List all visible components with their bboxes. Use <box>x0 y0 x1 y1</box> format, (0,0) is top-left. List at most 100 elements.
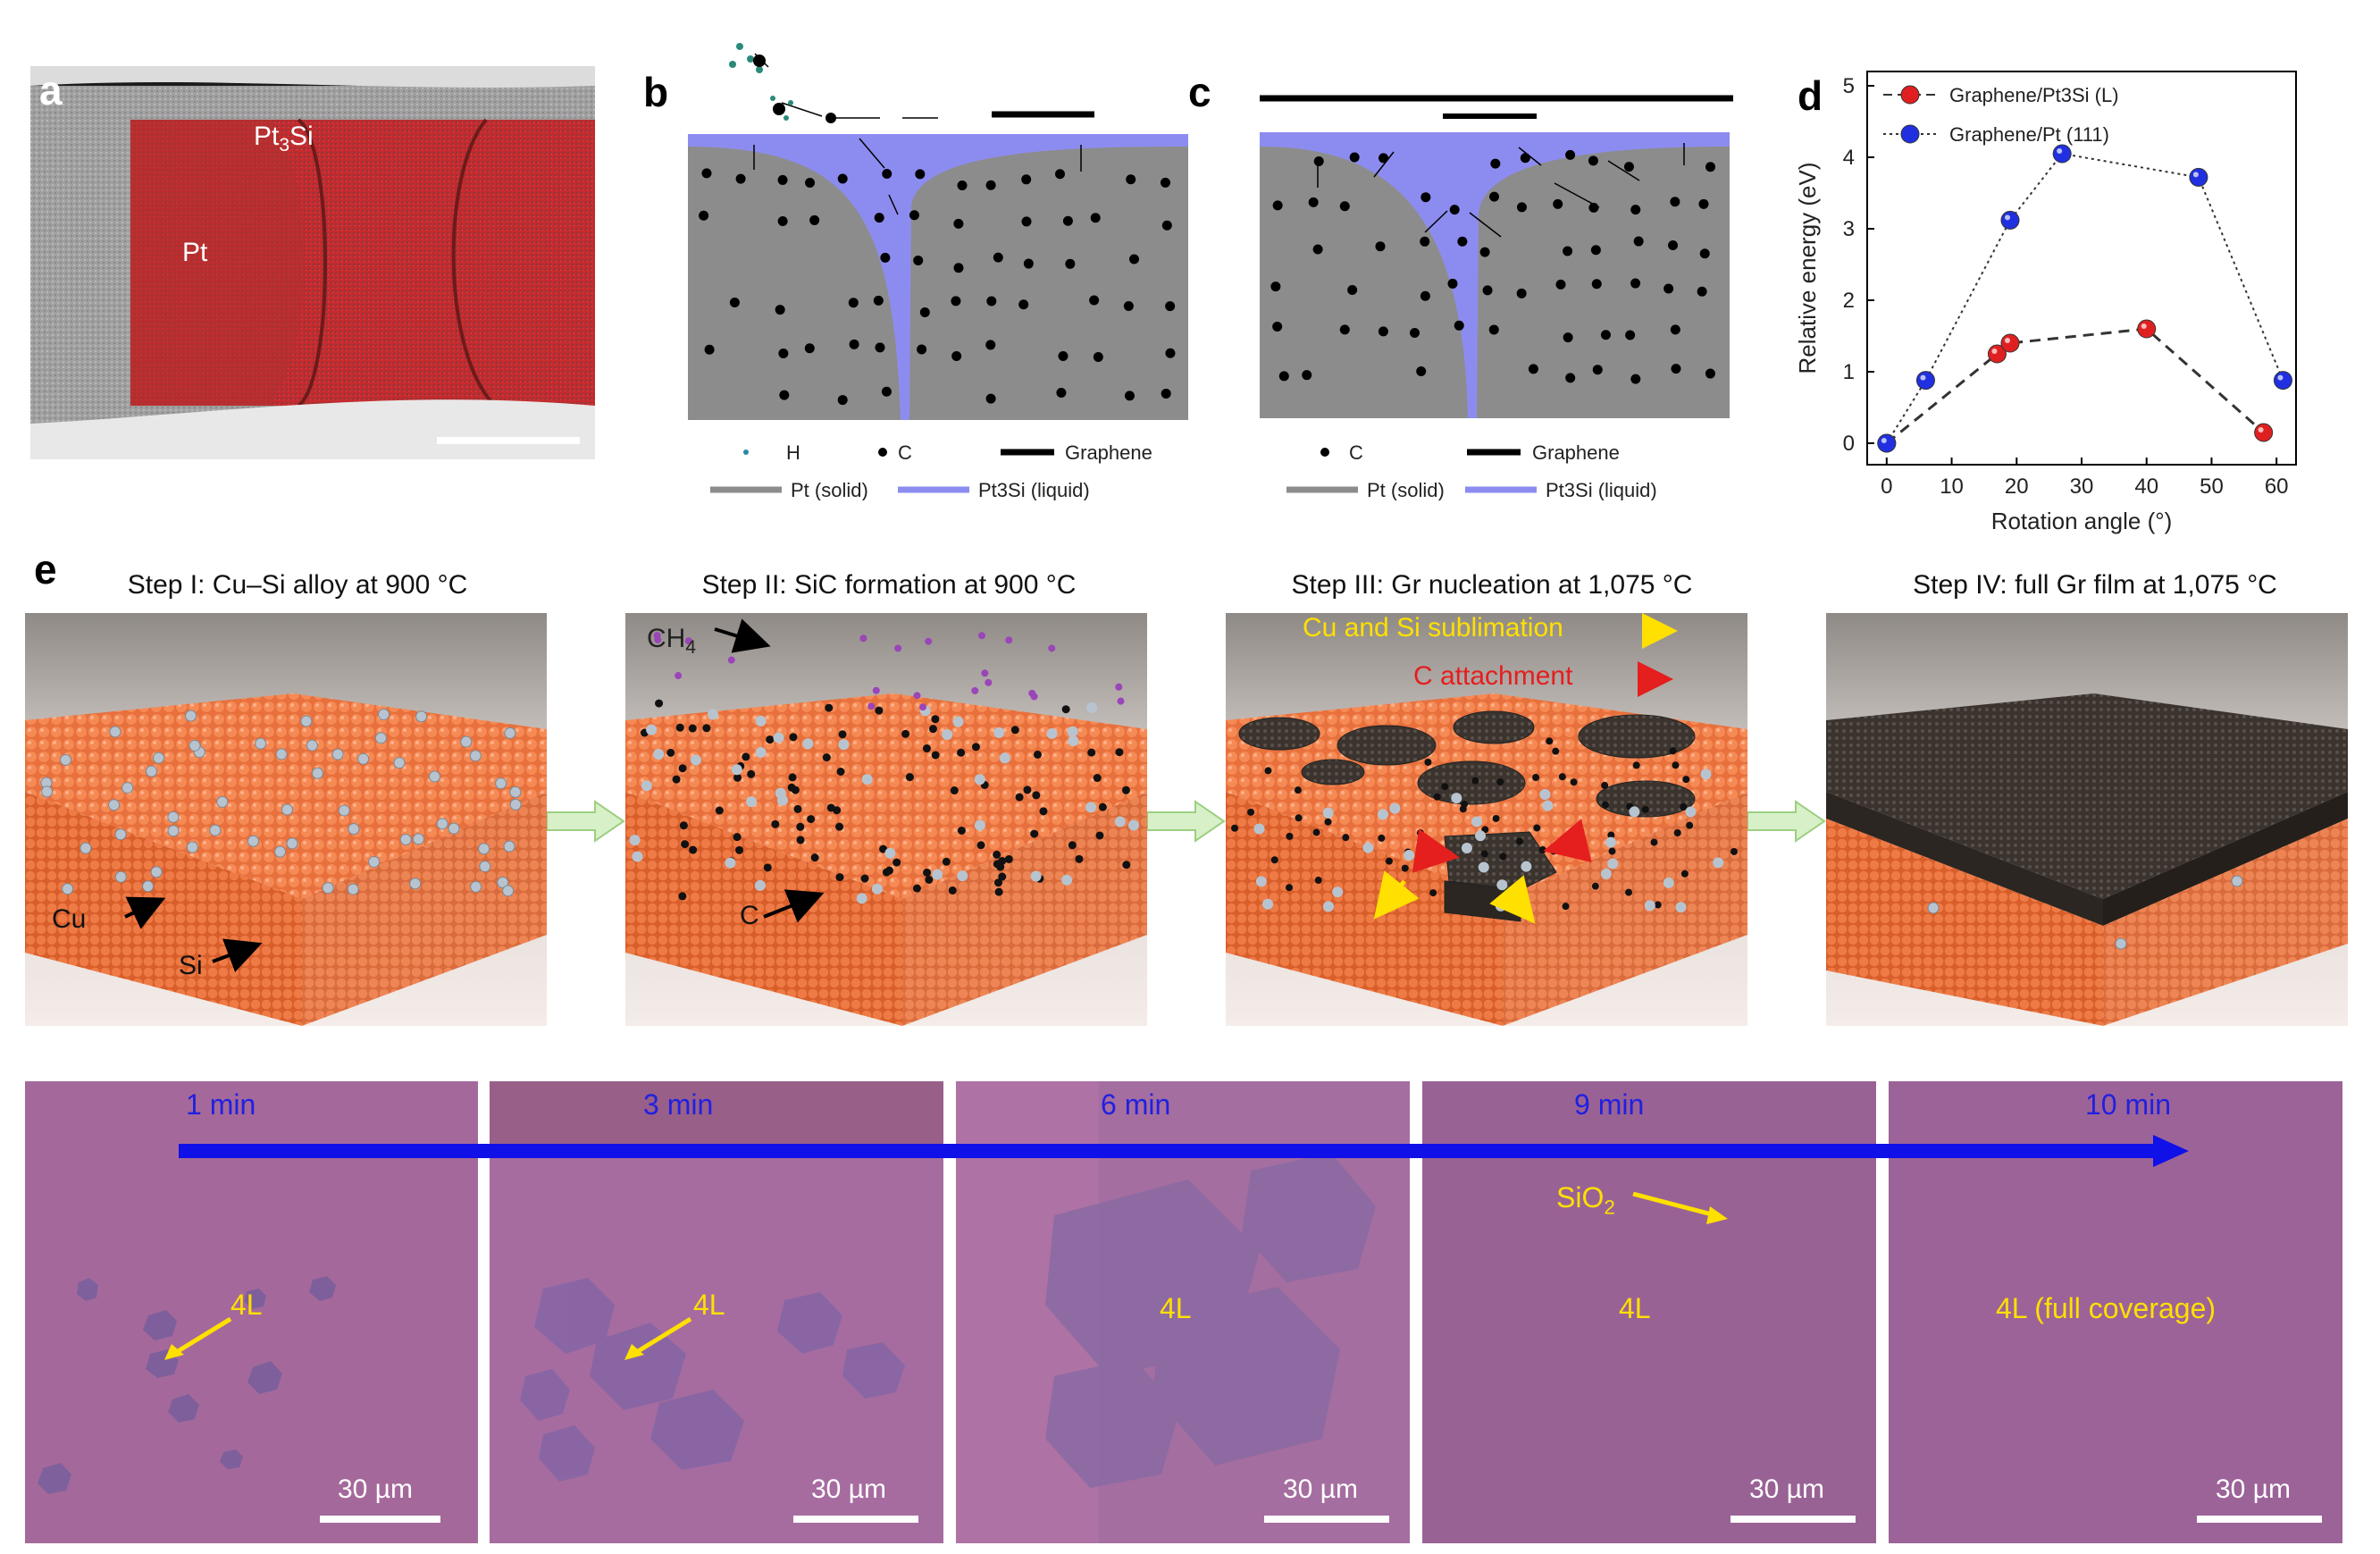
atom <box>150 866 163 878</box>
atom <box>286 837 298 850</box>
atom <box>1075 854 1084 863</box>
carbon-atom <box>1479 247 1490 257</box>
atom <box>41 785 54 798</box>
atom <box>1247 808 1255 816</box>
carbon-atom <box>1375 241 1386 252</box>
atom <box>1322 901 1334 912</box>
carbon-atom <box>1565 149 1576 160</box>
atom <box>747 769 756 778</box>
panel-a-micrograph <box>30 66 595 459</box>
atom <box>216 795 229 808</box>
atom <box>1115 683 1123 691</box>
f-scale-bar-2 <box>793 1516 918 1523</box>
atom <box>470 880 482 893</box>
panel-c-letter: c <box>1188 69 1211 115</box>
atom <box>1314 877 1322 885</box>
atom <box>1663 877 1674 888</box>
carbon-atom <box>837 395 848 406</box>
c-legend-graphene: Graphene <box>1532 441 1620 464</box>
data-point <box>2273 371 2292 391</box>
atom <box>1686 821 1694 829</box>
step-1-illustration: Cu Si <box>25 613 547 1026</box>
carbon-atom <box>1123 300 1134 311</box>
atom <box>311 767 323 779</box>
f-time-10: 10 min <box>2085 1088 2172 1121</box>
atom <box>1632 761 1640 769</box>
atom <box>1121 785 1130 794</box>
x-tick-label: 20 <box>2005 475 2029 499</box>
atom <box>925 637 933 645</box>
atom <box>763 863 772 872</box>
carbon-atom <box>1625 330 1636 340</box>
pt-label: Pt <box>182 238 208 267</box>
panel-b: b H C Graphene Pt (solid <box>625 36 1197 501</box>
step-2-illustration: CH4 C <box>625 613 1147 1026</box>
atom <box>825 703 834 712</box>
atom <box>1023 785 1032 794</box>
carbon-atom <box>1090 213 1101 223</box>
x-axis-label: Rotation angle (°) <box>1991 508 2173 534</box>
data-point-highlight <box>1920 374 1926 381</box>
atom <box>460 735 473 748</box>
atom <box>1294 786 1302 794</box>
panel-e-letter: e <box>34 546 57 592</box>
carbon-atom <box>1420 290 1430 301</box>
carbon-atom <box>1302 370 1312 381</box>
step-3-title: Step III: Gr nucleation at 1,075 °C <box>1291 570 1693 600</box>
atom <box>688 724 697 733</box>
atom <box>913 692 921 700</box>
atom <box>1433 793 1441 801</box>
x-tick-label: 30 <box>2070 475 2094 499</box>
carbon-atom <box>1093 351 1103 362</box>
y-tick-label: 1 <box>1843 360 1855 384</box>
atom <box>678 764 687 773</box>
carbon-atom <box>1347 284 1358 295</box>
atom <box>1499 853 1507 861</box>
atom <box>884 847 896 859</box>
atom <box>393 757 406 769</box>
panel-a: a Pt3Si Pt <box>30 66 595 459</box>
atom <box>996 862 1005 871</box>
atom <box>675 672 683 680</box>
data-point <box>1915 371 1935 391</box>
atom <box>1093 774 1102 783</box>
series-line <box>1885 327 2265 445</box>
atom <box>879 844 888 853</box>
data-point-highlight <box>1991 349 1998 354</box>
atom <box>1680 802 1688 811</box>
carbon-atom <box>993 252 1003 263</box>
c-legend-pt: Pt (solid) <box>1367 479 1445 500</box>
atom <box>1404 849 1415 861</box>
atom <box>1680 869 1689 878</box>
atom <box>1532 773 1540 781</box>
atom <box>1087 748 1096 757</box>
f-layer-4: 4L <box>1619 1292 1651 1324</box>
series-line <box>1885 152 2284 444</box>
carbon-atom <box>1697 286 1707 297</box>
atom <box>1270 856 1278 864</box>
carbon-atom <box>1160 177 1170 188</box>
atom <box>994 887 1003 896</box>
step-arrow-2 <box>1147 800 1226 843</box>
atom <box>871 883 883 895</box>
atom <box>993 878 1002 887</box>
atom <box>998 872 1007 881</box>
atom <box>923 868 932 877</box>
legend-marker <box>1900 124 1920 144</box>
data-point <box>2137 319 2157 339</box>
atom <box>1231 824 1239 832</box>
atom <box>209 824 222 836</box>
atom <box>1015 793 1024 802</box>
c-legend-pt3si: Pt3Si (liquid) <box>1546 479 1657 500</box>
carbon-atom <box>704 344 715 355</box>
atom <box>838 739 850 751</box>
carbon-atom <box>915 169 926 180</box>
atom <box>59 753 71 766</box>
carbon-atom <box>1563 332 1573 343</box>
atom <box>925 875 934 884</box>
atom <box>894 644 902 652</box>
atom <box>755 746 767 758</box>
data-point-highlight <box>2057 148 2063 154</box>
f-time-3: 3 min <box>643 1088 714 1121</box>
